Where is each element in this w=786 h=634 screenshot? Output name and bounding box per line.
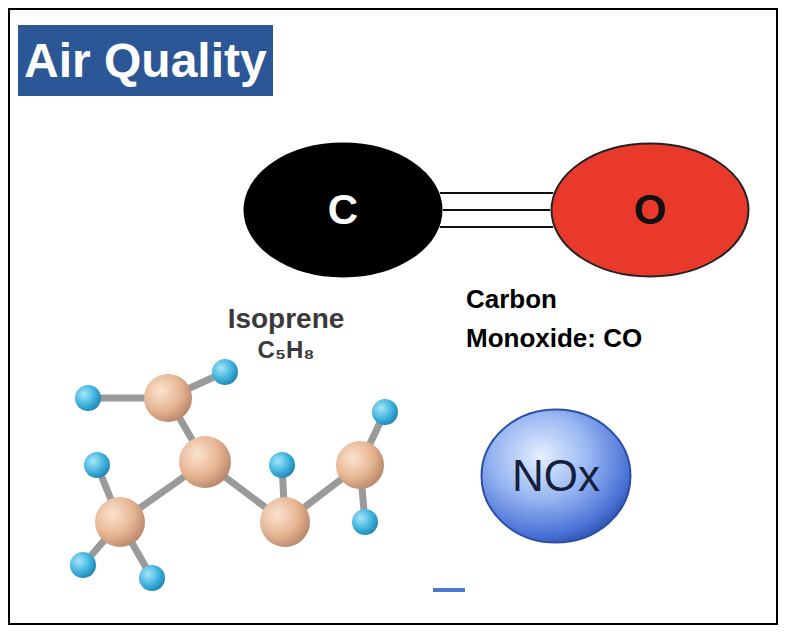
nox-sphere: NOx <box>480 408 632 544</box>
oxygen-atom: O <box>550 142 750 278</box>
molecule-name: Carbon Monoxide: CO <box>466 280 671 358</box>
triple-bond <box>440 193 553 227</box>
chemical-formula: C₅H₈ <box>196 332 376 368</box>
atom-symbol: NOx <box>512 451 600 501</box>
molecule-name: Isoprene <box>196 298 376 340</box>
title-banner: Air Quality <box>18 25 273 96</box>
carbon-atom: C <box>243 142 443 278</box>
atom-symbol: O <box>634 186 667 234</box>
atom-symbol: C <box>328 186 358 234</box>
